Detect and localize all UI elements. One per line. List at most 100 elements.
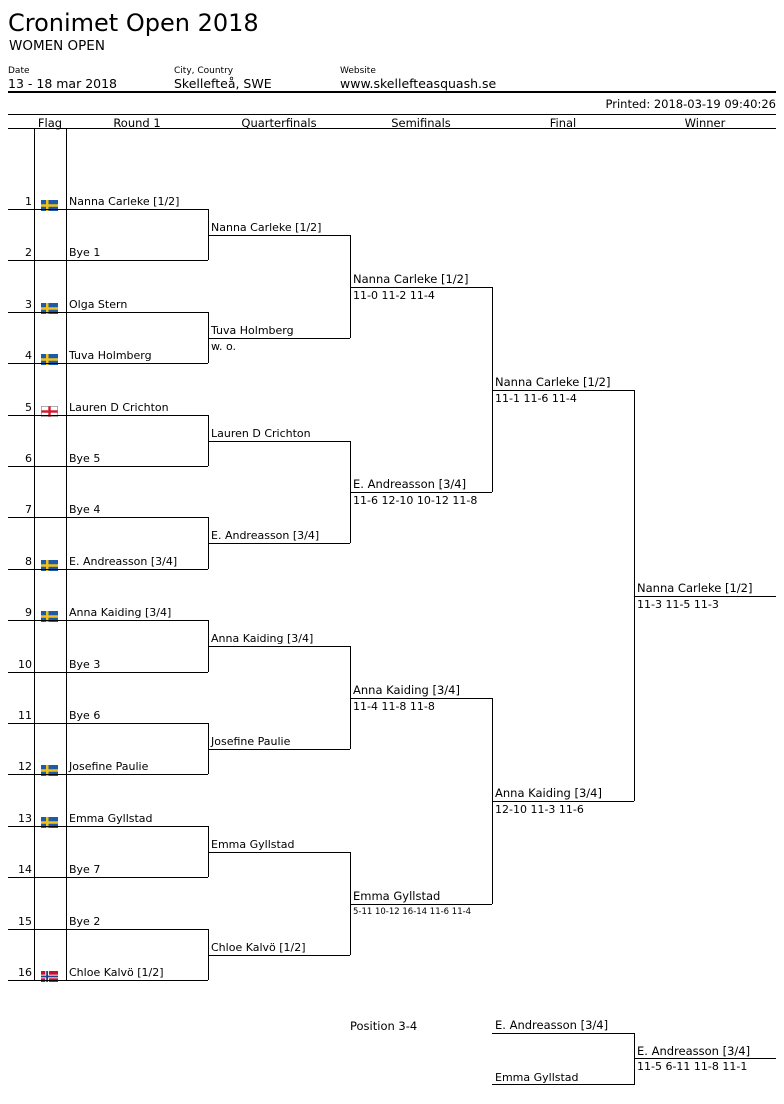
final-player-name: Nanna Carleke [1/2]: [495, 375, 611, 389]
position-3-4-line1: [492, 1033, 634, 1034]
quarterfinal-player-name: Anna Kaiding [3/4]: [211, 632, 314, 645]
semifinal-score: 11-0 11-2 11-4: [353, 289, 435, 302]
quarterfinal-connector: [208, 312, 209, 363]
header-divider: [8, 91, 776, 93]
swe-flag-icon: [41, 556, 58, 571]
round1-player-name: Bye 4: [69, 503, 101, 516]
round1-player-name: Bye 2: [69, 915, 101, 928]
seed-number: 16: [18, 966, 32, 979]
quarterfinal-line: [208, 543, 350, 544]
website-label: Website: [340, 66, 376, 76]
semifinal-player-name: E. Andreasson [3/4]: [353, 477, 467, 491]
swe-flag-icon: [41, 196, 58, 211]
quarterfinal-player-name: Nanna Carleke [1/2]: [211, 221, 322, 234]
semifinal-player-name: Emma Gyllstad: [353, 889, 441, 903]
round1-line: [8, 466, 208, 467]
round1-player-name: Bye 6: [69, 709, 101, 722]
event-subtitle: WOMEN OPEN: [9, 38, 105, 54]
swe-flag-icon: [41, 813, 58, 828]
website-value: www.skellefteasquash.se: [340, 76, 497, 91]
round1-player-name: E. Andreasson [3/4]: [69, 555, 178, 568]
round1-player-name: Josefine Paulie: [69, 760, 149, 773]
quarterfinal-line: [208, 852, 350, 853]
round1-line: [8, 826, 208, 827]
seed-number: 1: [25, 195, 32, 208]
quarterfinal-connector: [208, 415, 209, 466]
column-header-quarterfinals: Quarterfinals: [241, 116, 317, 130]
round1-line: [8, 672, 208, 673]
semifinal-player-name: Nanna Carleke [1/2]: [353, 272, 469, 286]
position-3-4-player1: E. Andreasson [3/4]: [495, 1018, 609, 1032]
round1-line: [8, 517, 208, 518]
column-header-winner: Winner: [684, 116, 726, 130]
final-line: [492, 801, 634, 802]
round1-player-name: Lauren D Crichton: [69, 401, 169, 414]
position-3-4-label: Position 3-4: [350, 1019, 418, 1033]
round1-line: [8, 312, 208, 313]
seed-number: 4: [25, 349, 32, 362]
swe-flag-icon: [41, 299, 58, 314]
quarterfinal-player-name: Tuva Holmberg: [211, 324, 294, 337]
semifinal-line: [350, 492, 492, 493]
round1-player-name: Bye 5: [69, 452, 101, 465]
semifinal-score: 11-6 12-10 10-12 11-8: [353, 494, 478, 507]
final-score: 11-1 11-6 11-4: [495, 392, 577, 405]
quarterfinal-line: [208, 749, 350, 750]
semifinal-line: [350, 287, 492, 288]
seed-number: 12: [18, 760, 32, 773]
semifinal-connector: [350, 852, 351, 955]
position-3-4-player2: Emma Gyllstad: [495, 1071, 579, 1084]
round1-player-name: Chloe Kalvö [1/2]: [69, 966, 164, 979]
round1-player-name: Bye 3: [69, 658, 101, 671]
flag-column-left-border: [34, 128, 35, 980]
quarterfinal-score: w. o.: [211, 340, 237, 353]
column-header-flag: Flag: [37, 116, 63, 130]
winner-connector: [634, 390, 635, 801]
position-3-4-line2: [492, 1084, 634, 1085]
city-value: Skellefteå, SWE: [174, 76, 272, 91]
round1-line: [8, 929, 208, 930]
round1-line: [8, 774, 208, 775]
seed-number: 11: [18, 709, 32, 722]
seed-number: 6: [25, 452, 32, 465]
flag-column-right-border: [66, 128, 67, 980]
tournament-title: Cronimet Open 2018: [8, 9, 259, 37]
position-3-4-winner: E. Andreasson [3/4]: [637, 1044, 751, 1058]
swe-flag-icon: [41, 761, 58, 776]
column-header-bottom-rule: [8, 128, 776, 129]
semifinal-connector: [350, 646, 351, 749]
quarterfinal-connector: [208, 826, 209, 877]
seed-number: 13: [18, 812, 32, 825]
round1-line: [8, 209, 208, 210]
seed-number: 7: [25, 503, 32, 516]
date-label: Date: [8, 66, 30, 76]
semifinal-score: 5-11 10-12 16-14 11-6 11-4: [353, 907, 472, 917]
round1-player-name: Anna Kaiding [3/4]: [69, 606, 172, 619]
quarterfinal-line: [208, 441, 350, 442]
city-label: City, Country: [174, 66, 234, 76]
swe-flag-icon: [41, 607, 58, 622]
quarterfinal-line: [208, 955, 350, 956]
swe-flag-icon: [41, 350, 58, 365]
quarterfinal-line: [208, 646, 350, 647]
column-header-semifinals: Semifinals: [391, 116, 451, 130]
position-3-4-score: 11-5 6-11 11-8 11-1: [637, 1060, 748, 1073]
semifinal-player-name: Anna Kaiding [3/4]: [353, 683, 460, 697]
seed-number: 9: [25, 606, 32, 619]
quarterfinal-connector: [208, 209, 209, 260]
quarterfinal-player-name: E. Andreasson [3/4]: [211, 529, 320, 542]
semifinal-line: [350, 904, 492, 905]
round1-player-name: Tuva Holmberg: [69, 349, 152, 362]
seed-number: 2: [25, 246, 32, 259]
round1-player-name: Emma Gyllstad: [69, 812, 153, 825]
quarterfinal-player-name: Chloe Kalvö [1/2]: [211, 941, 306, 954]
column-header-final: Final: [549, 116, 577, 130]
seed-number: 5: [25, 401, 32, 414]
round1-player-name: Bye 7: [69, 863, 101, 876]
round1-player-name: Nanna Carleke [1/2]: [69, 195, 180, 208]
round1-line: [8, 980, 208, 981]
winner-score: 11-3 11-5 11-3: [637, 598, 719, 611]
position-3-4-winner-line: [634, 1058, 776, 1059]
seed-number: 14: [18, 863, 32, 876]
seed-number: 3: [25, 298, 32, 311]
